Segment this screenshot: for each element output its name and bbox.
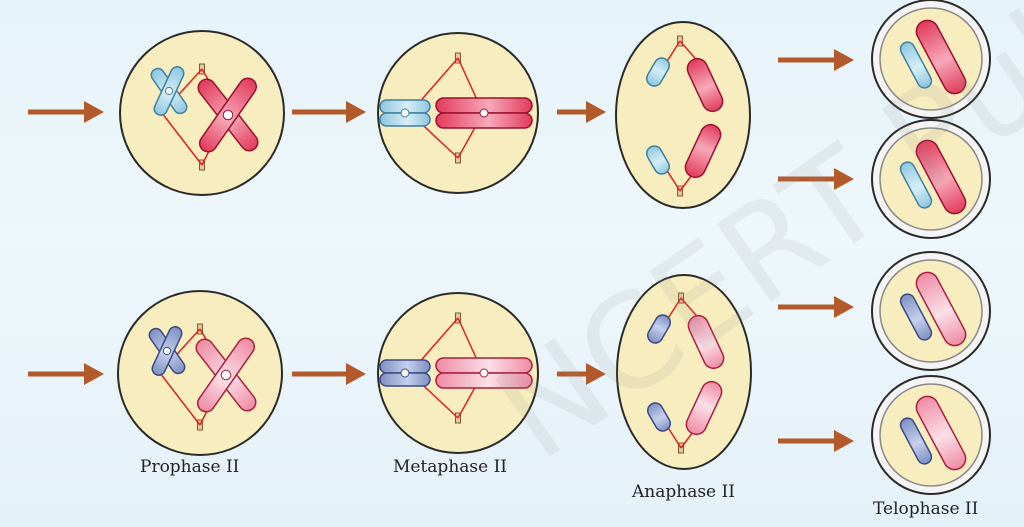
prophase-red-chromosome-upper xyxy=(197,77,259,153)
anaphase-blue-chromatid-b-lower xyxy=(647,402,671,432)
anaphase-red-chromatid-a-lower xyxy=(687,314,725,370)
anaphase-cell-upper xyxy=(615,21,751,209)
arrow-into-anaphase-lower xyxy=(557,363,606,385)
telophase-red-chromatid-a-upper xyxy=(915,19,967,95)
prophase-spindle-3-lower xyxy=(159,372,201,426)
anaphase-red-chromatid-b-lower xyxy=(685,380,723,436)
telophase-ii-label: Telophase II xyxy=(873,499,979,519)
arrow-into-telophase-b-upper xyxy=(778,168,854,190)
prophase-ii-label: Prophase II xyxy=(140,457,240,477)
anaphase-red-chromatid-b-upper xyxy=(684,123,722,179)
anaphase-blue-chromatid-b-upper xyxy=(646,145,670,175)
anaphase-ii-label: Anaphase II xyxy=(632,482,735,502)
metaphase-red-chromosome-lower xyxy=(435,357,533,389)
arrow-into-metaphase-upper xyxy=(292,101,366,123)
telophase-red-chromatid-a-lower xyxy=(915,271,967,347)
arrow-into-telophase-a-lower xyxy=(778,296,854,318)
telophase-blue-chromatid-b-lower xyxy=(899,417,933,465)
telophase-blue-chromatid-b-upper xyxy=(899,161,933,209)
prophase-red-chromosome-lower xyxy=(195,337,257,413)
arrow-into-anaphase-upper xyxy=(557,101,606,123)
metaphase-blue-chromosome-upper xyxy=(379,99,431,127)
anaphase-blue-chromatid-a-lower xyxy=(647,314,671,344)
metaphase-red-chromosome-upper xyxy=(435,97,533,129)
prophase-spindle-3-upper xyxy=(161,112,203,166)
anaphase-blue-chromatid-a-upper xyxy=(646,57,670,87)
telophase-blue-chromatid-a-upper xyxy=(899,41,933,89)
arrow-into-prophase-upper xyxy=(28,101,104,123)
metaphase-ii-label: Metaphase II xyxy=(393,457,508,477)
anaphase-cell-lower xyxy=(616,274,752,470)
arrow-into-metaphase-lower xyxy=(292,363,366,385)
arrow-into-prophase-lower xyxy=(28,363,104,385)
prophase-blue-chromosome-lower xyxy=(148,326,186,376)
arrow-into-telophase-a-upper xyxy=(778,49,854,71)
metaphase-blue-chromosome-lower xyxy=(379,359,431,387)
anaphase-red-chromatid-a-upper xyxy=(686,57,724,113)
arrow-into-telophase-b-lower xyxy=(778,430,854,452)
telophase-red-chromatid-b-lower xyxy=(915,395,967,471)
telophase-red-chromatid-b-upper xyxy=(915,139,967,215)
prophase-blue-chromosome-upper xyxy=(150,66,188,116)
telophase-blue-chromatid-a-lower xyxy=(899,293,933,341)
